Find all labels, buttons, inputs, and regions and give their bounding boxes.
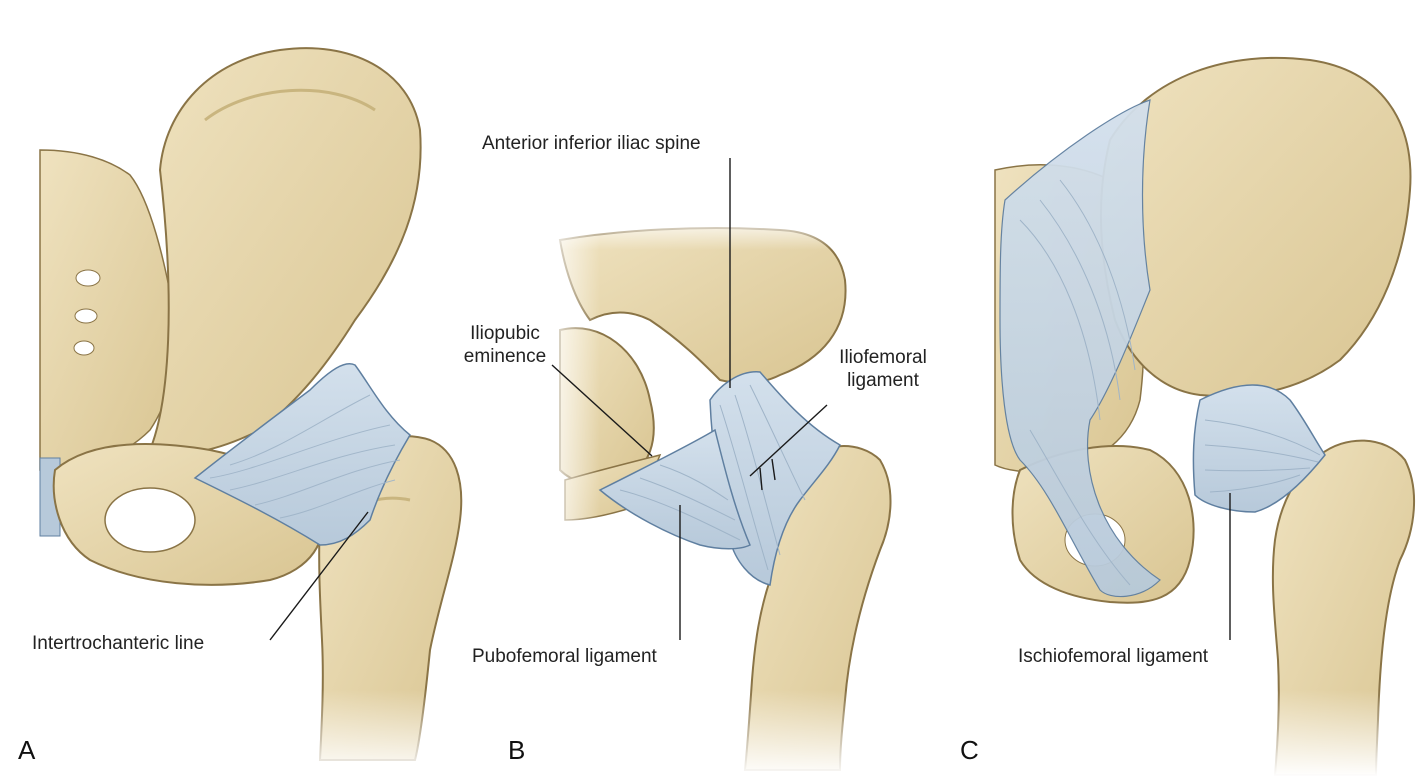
label-ischiofemoral-ligament: Ischiofemoral ligament — [1018, 646, 1209, 667]
label-iliofemoral-line2: ligament — [847, 370, 919, 391]
leader-iliopubic — [551, 364, 653, 457]
ilium-a — [148, 47, 422, 455]
panel-letter-a: A — [18, 735, 36, 765]
leader-iliofemoral — [749, 404, 828, 477]
label-pubofemoral-ligament: Pubofemoral ligament — [472, 646, 657, 667]
label-iliopubic-eminence: Iliopubic eminence — [440, 322, 570, 368]
label-iliopubic-line1: Iliopubic — [470, 323, 540, 344]
label-intertrochanteric-line: Intertrochanteric line — [32, 633, 205, 654]
pubofemoral-ligament — [598, 428, 751, 550]
label-iliofemoral-line1: Iliofemoral — [839, 347, 927, 368]
sacrum — [39, 149, 178, 471]
label-iliofemoral-ligament: Iliofemoral ligament — [818, 346, 948, 392]
panel-letter-c: C — [960, 735, 979, 765]
sacral-ligaments-c — [999, 99, 1161, 598]
panel-b-illustration — [540, 215, 900, 777]
leader-iliofemoral-tick2 — [771, 458, 776, 481]
panel-letter-b: B — [508, 735, 526, 765]
ischiofemoral-ligament — [1192, 384, 1326, 513]
obturator-foramen-a — [104, 487, 196, 553]
leader-intertrochanteric — [269, 511, 369, 641]
panel-c-illustration — [985, 56, 1426, 777]
leader-iliofemoral-tick1 — [759, 467, 763, 491]
label-anterior-inferior-iliac-spine: Anterior inferior iliac spine — [482, 133, 701, 154]
label-iliopubic-line2: eminence — [463, 346, 547, 367]
joint-capsule-a — [193, 363, 411, 546]
panel-a-illustration — [20, 47, 480, 777]
leader-lines — [269, 158, 1231, 641]
